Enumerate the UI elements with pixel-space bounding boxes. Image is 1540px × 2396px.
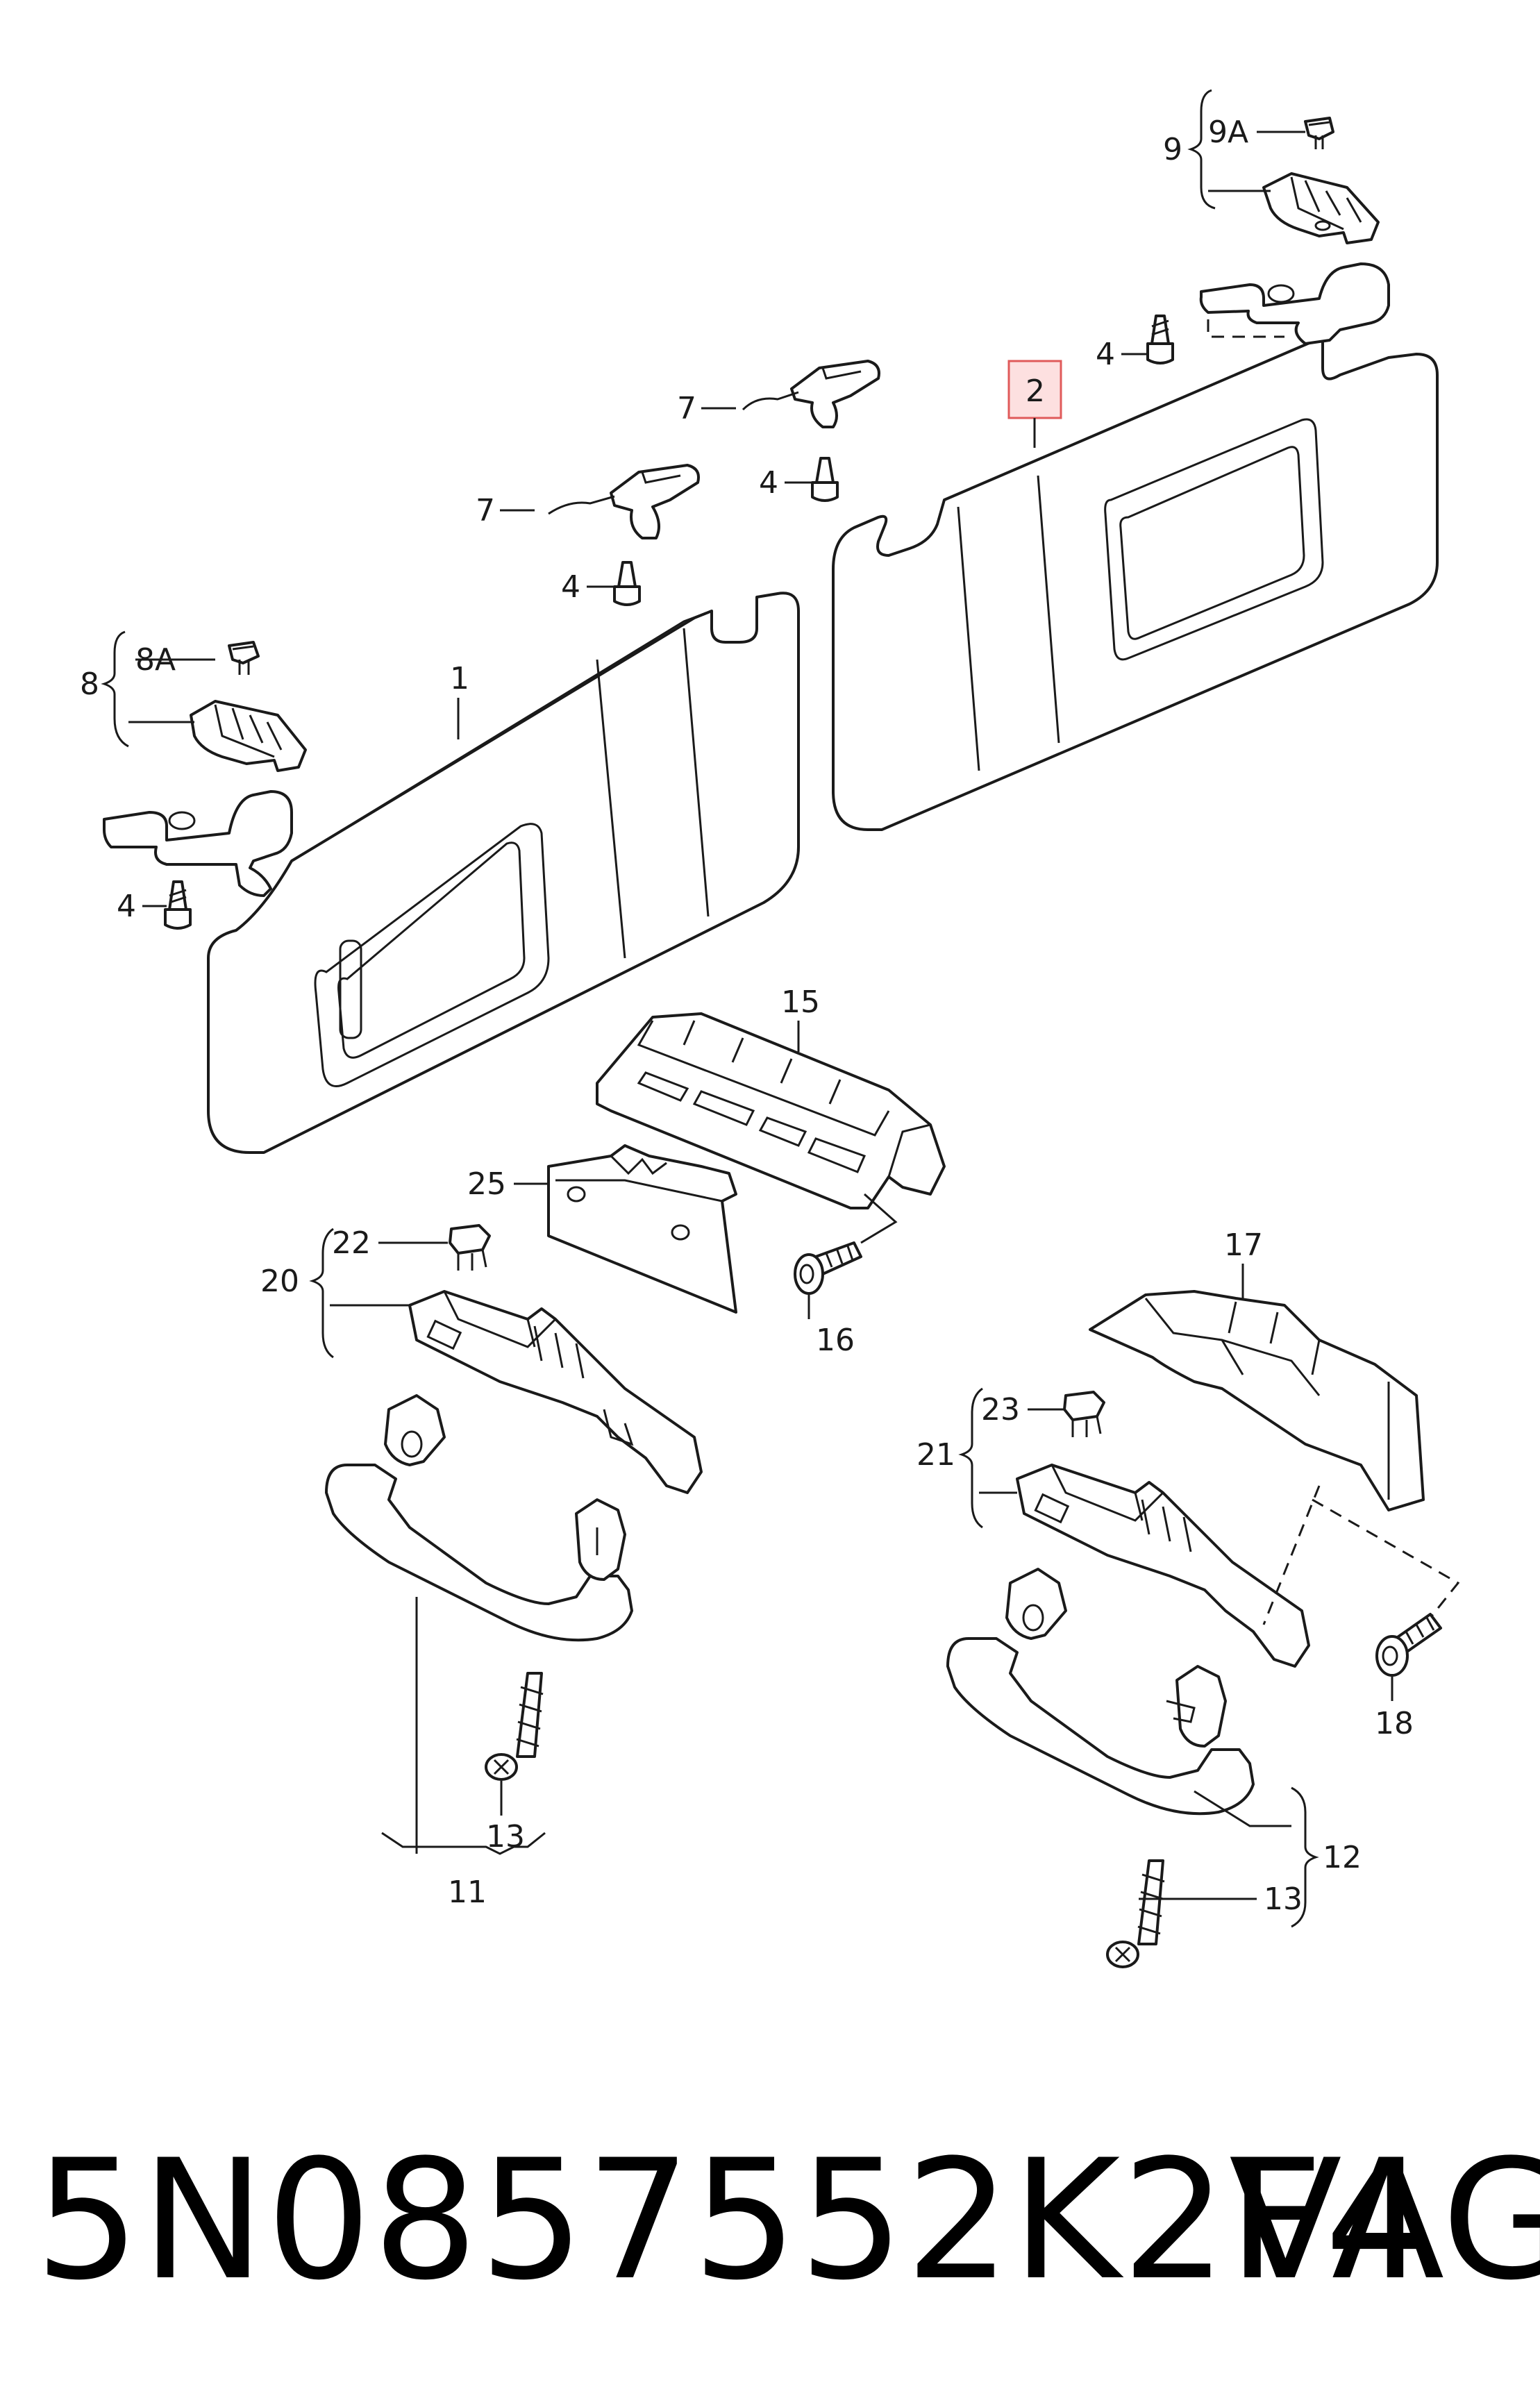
screw-16-guide xyxy=(860,1193,898,1244)
connector-23[interactable] xyxy=(1063,1391,1105,1437)
screw-4-right[interactable] xyxy=(1146,315,1174,365)
screw-4-lower[interactable] xyxy=(613,561,641,606)
callout-13-right: 13 xyxy=(1264,1882,1303,1917)
callout-12: 12 xyxy=(1323,1840,1362,1875)
callout-7-upper: 7 xyxy=(677,391,696,426)
grab-handle-right[interactable] xyxy=(946,1568,1255,1816)
callout-7-lower: 7 xyxy=(476,493,495,528)
callout-8a: 8A xyxy=(135,642,176,678)
sun-visor-right[interactable] xyxy=(832,337,1439,831)
grab-handle-left[interactable] xyxy=(325,1394,633,1642)
visor-mount-right-dash xyxy=(1207,319,1284,338)
parts-diagram: 1 2 4 4 4 4 7 7 8 8A 9 9A 11 12 13 13 15… xyxy=(80,89,1460,1968)
callout-23: 23 xyxy=(981,1392,1020,1427)
callout-20: 20 xyxy=(260,1264,299,1299)
callout-21: 21 xyxy=(917,1437,955,1473)
connector-8a[interactable] xyxy=(228,641,260,675)
screw-13-right[interactable] xyxy=(1106,1859,1165,1968)
callout-4-upper: 4 xyxy=(759,465,778,501)
screw-16[interactable] xyxy=(794,1241,862,1295)
screw-4-upper[interactable] xyxy=(811,457,839,502)
callout-9: 9 xyxy=(1163,132,1182,167)
switch-7-lower[interactable] xyxy=(548,464,700,539)
leader-lines xyxy=(101,89,1393,1928)
callout-labels: 1 2 4 4 4 4 7 7 8 8A 9 9A 11 12 13 13 15… xyxy=(80,115,1414,1917)
cover-25[interactable] xyxy=(547,1144,737,1314)
callout-15: 15 xyxy=(781,985,820,1020)
cover-15[interactable] xyxy=(596,1012,946,1209)
screw-18[interactable] xyxy=(1375,1613,1442,1677)
part-2-highlight xyxy=(1007,360,1062,419)
callout-18: 18 xyxy=(1375,1706,1414,1741)
callout-9a: 9A xyxy=(1208,115,1248,150)
callout-17: 17 xyxy=(1224,1228,1263,1263)
visor-mount-right[interactable] xyxy=(1199,262,1390,345)
screw-18-guide xyxy=(1312,1498,1460,1618)
sun-visor-left[interactable] xyxy=(207,592,800,1154)
clip-8-assembly[interactable] xyxy=(190,700,307,772)
cover-17-guide xyxy=(1262,1485,1321,1625)
visor-mount-left[interactable] xyxy=(103,790,293,897)
bracket-20[interactable] xyxy=(408,1290,703,1494)
callout-2: 2 xyxy=(1026,374,1045,409)
connector-22[interactable] xyxy=(449,1224,491,1271)
callout-16: 16 xyxy=(816,1323,855,1358)
callout-22: 22 xyxy=(332,1225,371,1261)
connector-9a[interactable] xyxy=(1304,117,1334,149)
switch-7-upper[interactable] xyxy=(742,360,880,428)
callout-1: 1 xyxy=(450,661,469,696)
callout-25: 25 xyxy=(467,1166,506,1202)
callout-4-left: 4 xyxy=(117,889,136,924)
clip-9-assembly[interactable] xyxy=(1262,172,1380,244)
callout-11: 11 xyxy=(448,1875,487,1910)
bracket-21[interactable] xyxy=(1016,1464,1310,1668)
brand-label: VAG xyxy=(1229,2125,1540,2317)
callout-4-top-right: 4 xyxy=(1096,337,1115,372)
cover-17[interactable] xyxy=(1089,1290,1425,1511)
screw-13-left[interactable] xyxy=(485,1672,544,1781)
part-number-label: 5N0857552K2F4 xyxy=(35,2125,1432,2317)
callout-4-lower: 4 xyxy=(561,569,580,605)
callout-8: 8 xyxy=(80,667,99,702)
callout-13-left: 13 xyxy=(486,1819,525,1854)
screw-4-left[interactable] xyxy=(164,880,192,930)
